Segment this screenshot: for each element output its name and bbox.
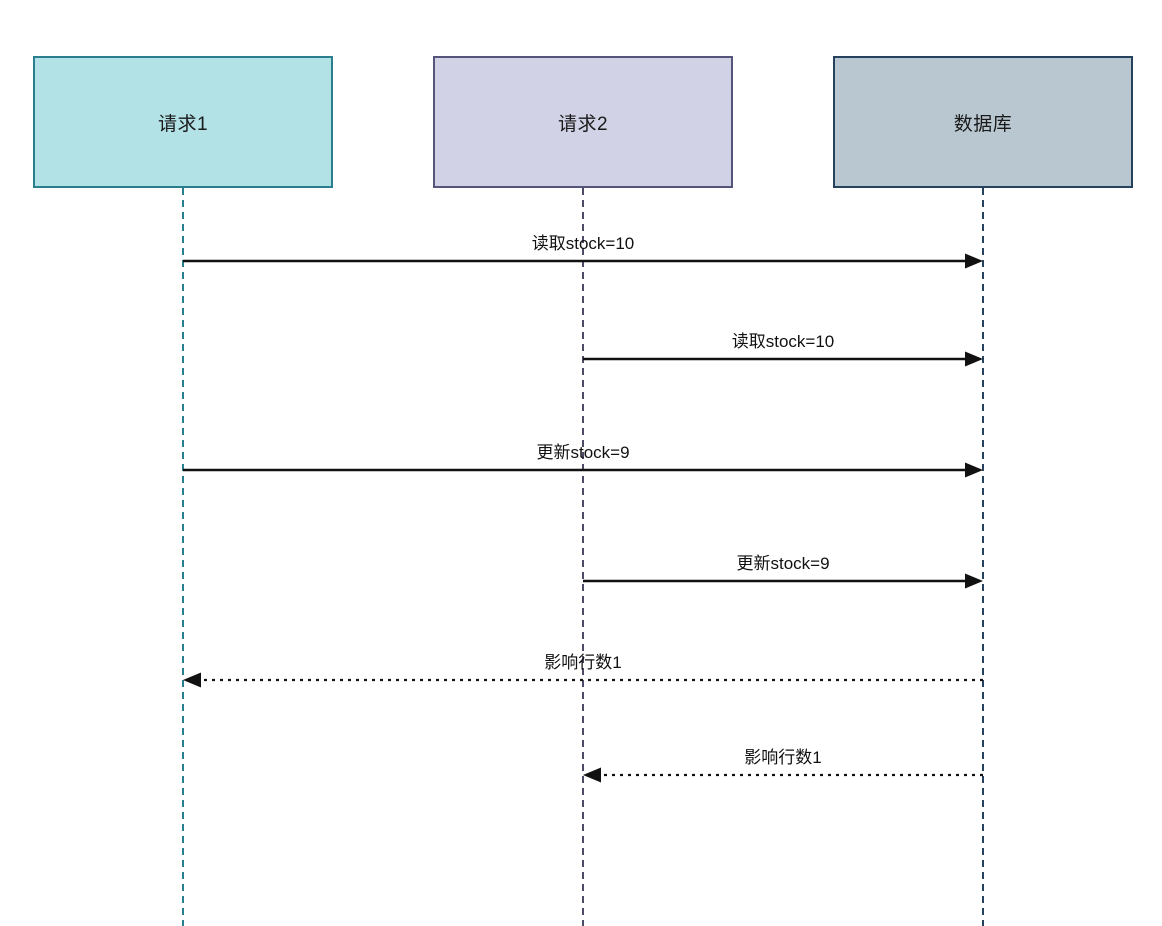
message-arrow-4: [583, 573, 983, 589]
actor-label-request1: 请求1: [157, 113, 209, 135]
arrowhead-right-icon: [965, 573, 983, 589]
message-label-4: 更新stock=9: [736, 554, 830, 573]
arrowhead-right-icon: [965, 462, 983, 478]
message-label-2: 读取stock=10: [731, 332, 835, 351]
message-arrow-2: [583, 351, 983, 367]
message-arrow-3: [183, 462, 983, 478]
arrowhead-left-icon: [183, 672, 201, 688]
message-label-3: 更新stock=9: [536, 443, 630, 462]
actor-label-request2: 请求2: [557, 113, 609, 135]
message-arrow-1: [183, 253, 983, 269]
actor-box-request2: 请求2: [433, 56, 733, 188]
message-arrow-6: [583, 767, 983, 783]
actor-label-database: 数据库: [953, 113, 1013, 135]
message-arrow-5: [183, 672, 983, 688]
actor-box-database: 数据库: [833, 56, 1133, 188]
actor-box-request1: 请求1: [33, 56, 333, 188]
arrowhead-right-icon: [965, 253, 983, 269]
message-label-6: 影响行数1: [744, 748, 822, 767]
message-label-5: 影响行数1: [544, 653, 622, 672]
message-label-1: 读取stock=10: [531, 234, 635, 253]
arrowhead-left-icon: [583, 767, 601, 783]
arrowhead-right-icon: [965, 351, 983, 367]
